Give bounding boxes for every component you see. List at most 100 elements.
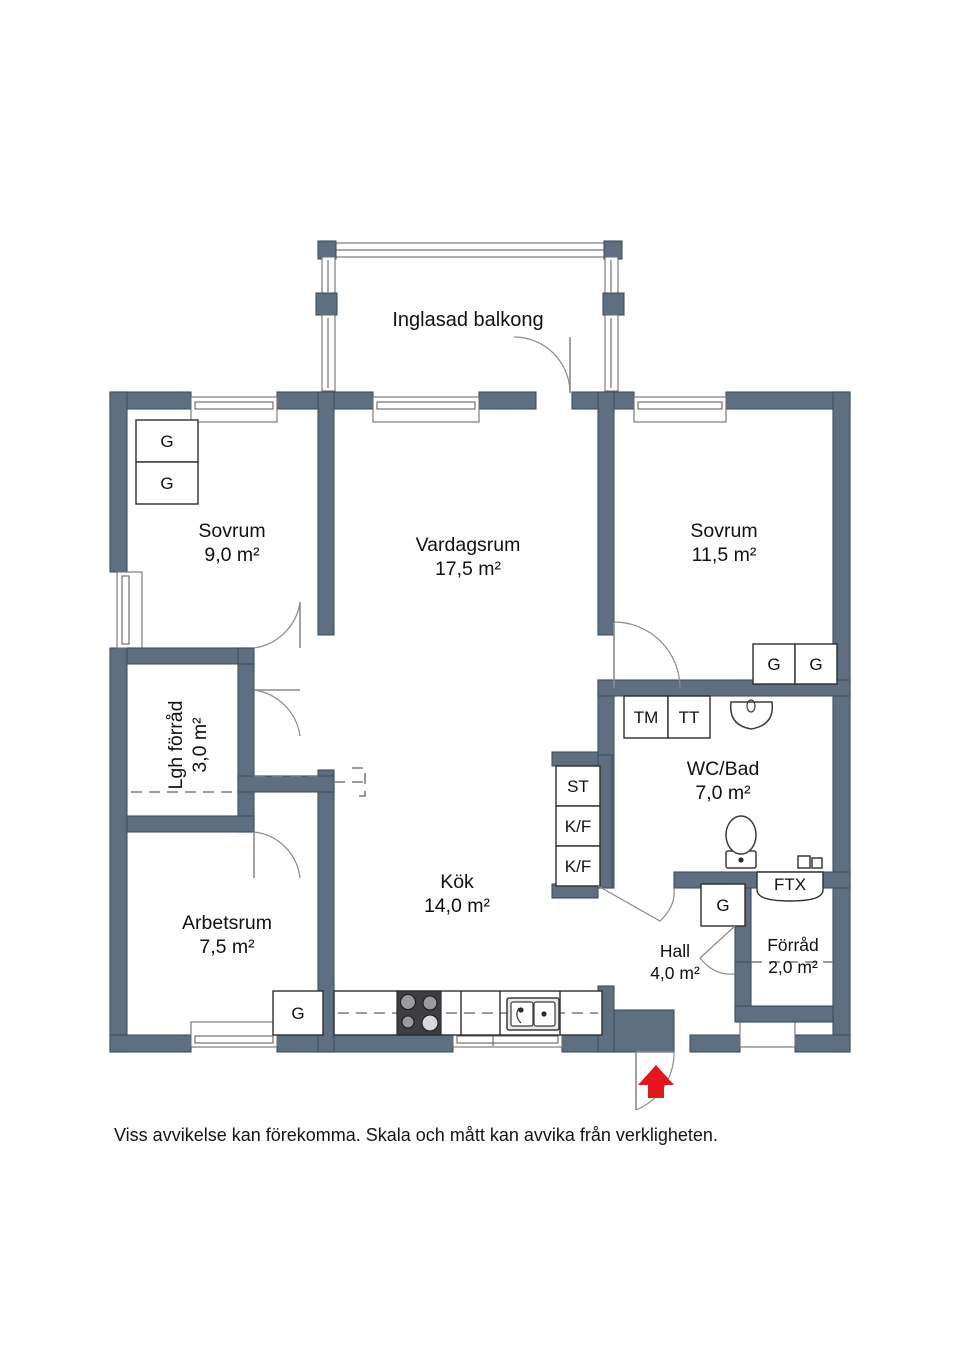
door-wcbad-arc [597,885,675,922]
closet-kok-st-label: ST [567,777,589,796]
closet-sovrum1-g1[interactable] [135,419,199,463]
closet-kok-kf1[interactable] [555,805,601,847]
room-label-wc-bad-name: WC/Bad [687,758,760,780]
toilet-flush [738,857,744,863]
kitchen-sink-drain-right [541,1011,547,1017]
wall-hall-step [613,1009,675,1053]
closet-sovrum2-g2[interactable] [794,643,838,685]
room-label-kok-area: 14,0 m² [424,895,491,917]
wall-vardagsrum-sovrum2 [597,391,615,636]
room-label-hall-area: 4,0 m² [650,963,700,983]
wall-kok-arbetsrum [317,769,335,1053]
window-sovrum1-top-pane [194,401,274,410]
bathroom-fixtures [725,699,823,869]
wall-forrad-bottom [126,815,255,833]
wall-forrad-bottom-inner [734,1005,834,1023]
room-label-sovrum-2-area: 11,5 m² [692,544,757,566]
room-label-sovrum-1-area: 9,0 m² [204,544,260,566]
toilet-bowl[interactable] [725,815,757,855]
door-arbetsrum-arc [253,831,301,879]
wall-top-e [725,391,851,410]
stove-burner-tl [399,993,417,1011]
room-label-forrad-area: 2,0 m² [768,957,818,977]
room-label-lgh-forrad-group: Lgh förråd 3,0 m² [165,701,211,790]
balcony-door-arc [513,336,571,394]
dashed-lines-group [131,767,833,963]
doors-group [253,601,736,1111]
disclaimer-caption: Viss avvikelse kan förekomma. Skala och … [114,1125,718,1145]
balcony-post-tl [317,240,337,260]
balcony-label: Inglasad balkong [392,309,543,331]
kitchen-sink-bowl-left [510,1001,534,1027]
wall-left-b [109,647,128,1053]
room-label-vardagsrum-area: 17,5 m² [435,558,502,580]
closet-kok-g-label: G [291,1004,304,1023]
ftx-unit[interactable] [756,871,824,902]
wall-top-c [478,391,537,410]
room-label-arbetsrum-area: 7,5 m² [199,936,255,958]
wall-left-a [109,391,128,573]
room-label-lgh-forrad-name: Lgh förråd [165,701,187,790]
closets-group: G G G G TM TT ST K/F K/F G FTX G [135,419,838,1036]
balcony-group: Inglasad balkong [315,240,625,394]
closet-bath-tt-label: TT [679,708,700,727]
door-lghforrad-arc [253,689,301,737]
closet-sovrum2-g2-label: G [809,655,822,674]
closet-hall-g-label: G [716,896,729,915]
wall-sovrum1-vardagsrum [317,391,335,636]
room-label-forrad-name: Förråd [767,935,819,955]
kitchen-sink-faucet [516,1007,522,1024]
balcony-post-mr [602,292,625,316]
balcony-post-tr [603,240,623,260]
bath-appliance-b [811,857,823,869]
closet-sovrum1-g1-label: G [160,432,173,451]
dash-kok-bracket [352,767,366,797]
kitchen-counter-group [333,990,603,1036]
closet-kok-st[interactable] [555,765,601,807]
wall-forrad-right-upper [237,663,255,793]
wall-bottom-d [689,1034,741,1053]
window-forrad-bottom[interactable] [739,1021,796,1048]
stove-burner-bl [401,1015,415,1029]
window-vardagsrum-top-pane [376,401,476,410]
closet-hall-g[interactable] [700,883,746,927]
room-label-sovrum-1-name: Sovrum [198,520,265,542]
balcony-post-ml [315,292,338,316]
closet-kok-g[interactable] [272,990,324,1036]
kitchen-sink-drain-left [518,1007,524,1013]
closet-sovrum1-g2[interactable] [135,461,199,505]
wall-arbetsrum-top [237,775,335,793]
closet-sovrum2-g1-label: G [767,655,780,674]
room-label-arbetsrum-name: Arbetsrum [182,912,272,934]
closet-sovrum2-g1[interactable] [752,643,796,685]
stove-burner-br [421,1014,439,1032]
wall-bottom-a [109,1034,192,1053]
stove-burner-tr [422,995,438,1011]
wall-right [832,391,851,1053]
room-label-vardagsrum-name: Vardagsrum [416,534,521,556]
wall-kok-closet-top [551,751,599,767]
bath-appliance-a [797,855,811,869]
window-sovrum2-top-pane [637,401,723,410]
door-sovrum2-arc [613,621,681,689]
washbasin[interactable] [729,701,774,730]
closet-kok-kf2-label: K/F [565,857,591,876]
closet-sovrum1-g2-label: G [160,474,173,493]
ftx-unit-label: FTX [774,875,806,894]
wall-bottom-e [794,1034,851,1053]
door-forrad-arc [699,925,736,975]
wall-sovrum1-bottom-stub [237,647,255,665]
window-kok-bottom-pane [456,1035,559,1044]
closet-kok-kf1-label: K/F [565,817,591,836]
room-labels-group: Sovrum 9,0 m² Vardagsrum 17,5 m² Sovrum … [165,520,819,983]
room-label-wc-bad-area: 7,0 m² [695,782,751,804]
closet-bath-tt[interactable] [667,695,711,739]
door-sovrum1-arc [253,601,301,649]
room-label-kok-name: Kök [440,871,474,893]
washbasin-faucet [746,699,756,713]
closet-kok-kf2[interactable] [555,845,601,887]
window-arbetsrum-bottom-pane [194,1035,274,1044]
window-sovrum1-left-pane [121,575,130,645]
